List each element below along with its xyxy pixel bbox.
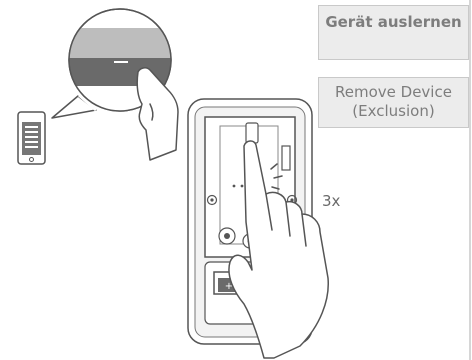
repeat-count: 3x bbox=[322, 192, 341, 210]
svg-text:+: + bbox=[225, 281, 233, 292]
label-german: Gerät auslernen bbox=[318, 5, 469, 60]
hand-icon bbox=[136, 67, 179, 161]
label-english: Remove Device (Exclusion) bbox=[318, 77, 469, 128]
hand-icon bbox=[228, 140, 329, 359]
tap-indicator bbox=[270, 163, 283, 190]
divider bbox=[469, 0, 471, 360]
smartphone-icon bbox=[17, 111, 46, 165]
